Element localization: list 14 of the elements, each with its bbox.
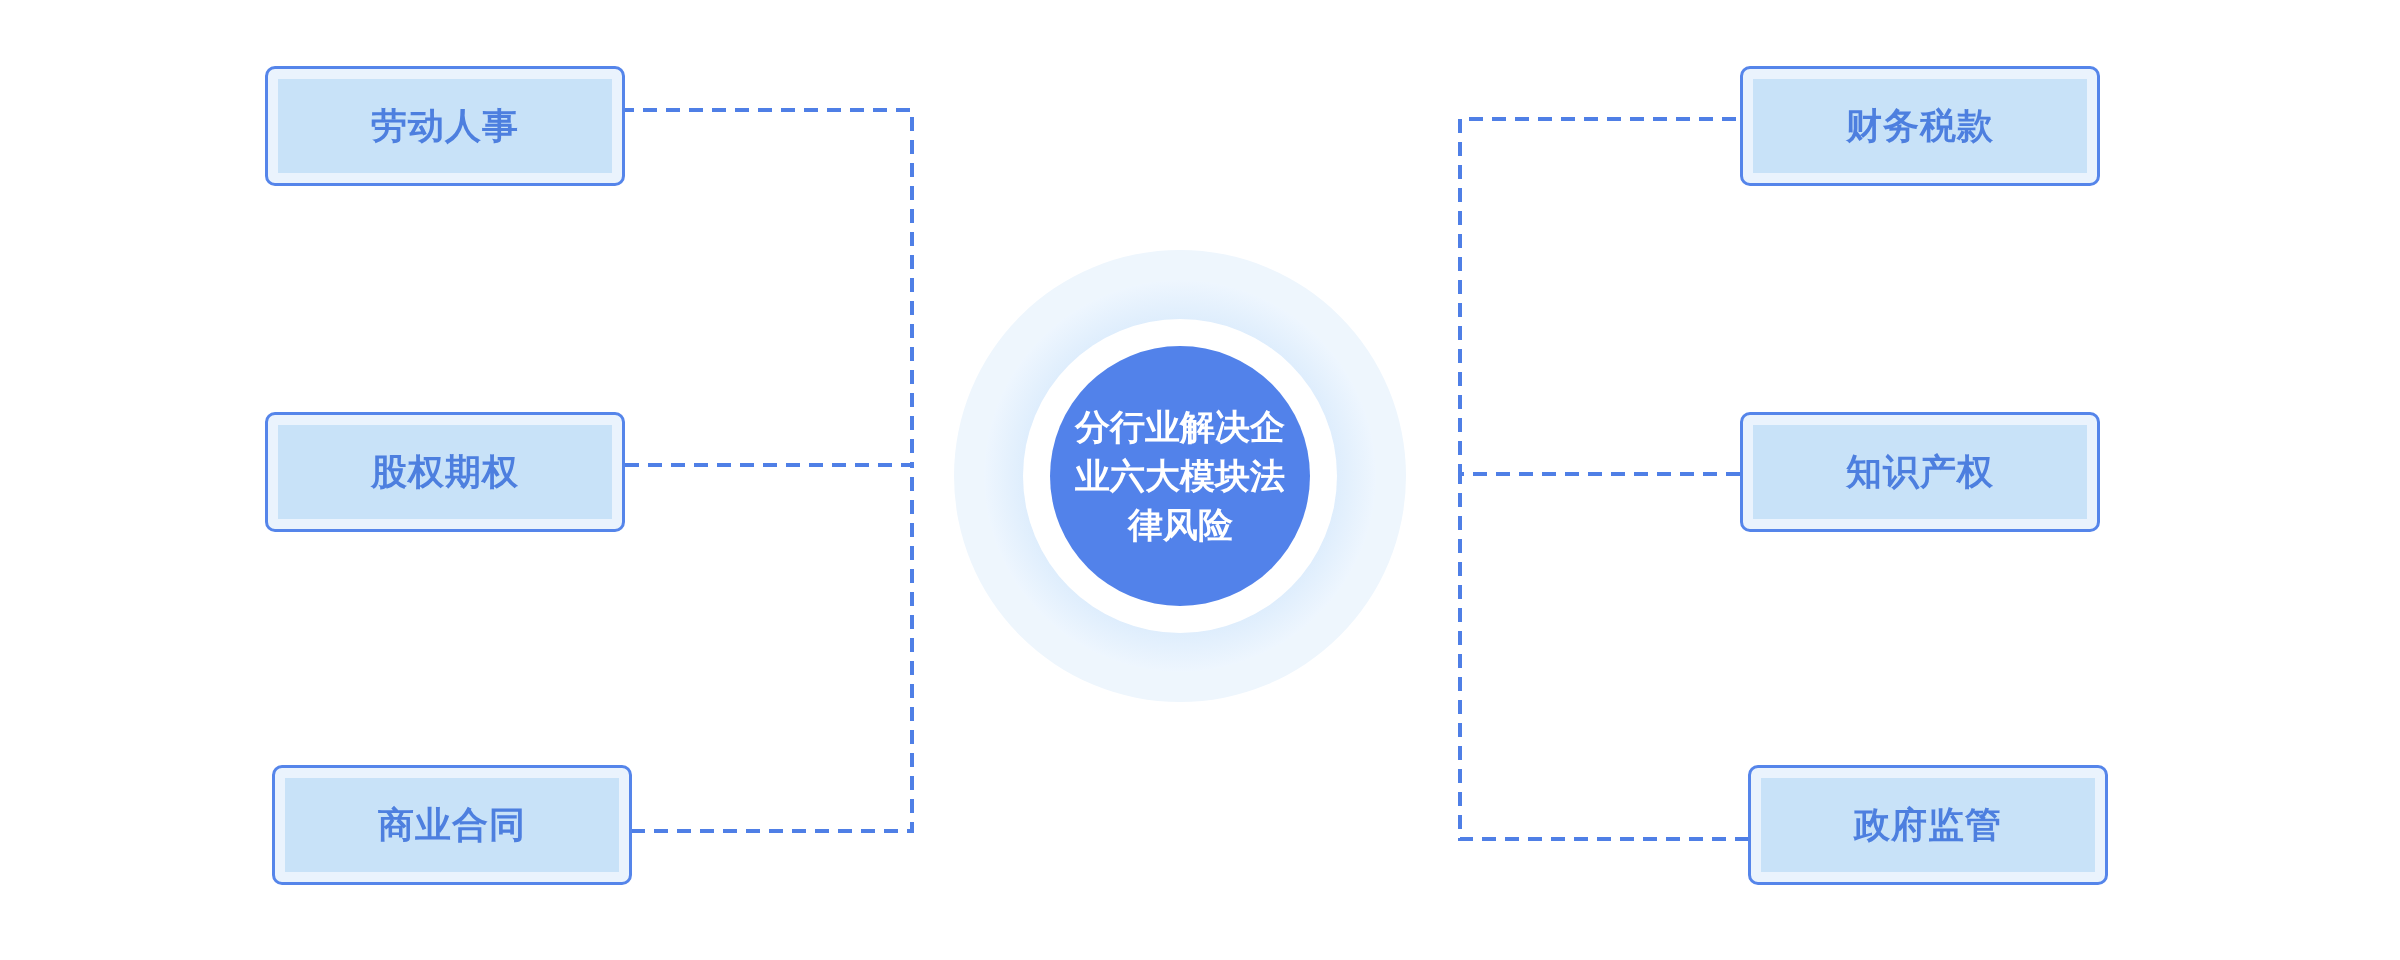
topic-label: 劳动人事	[371, 103, 519, 148]
topic-card	[1740, 66, 2100, 186]
topic-label: 股权期权	[371, 449, 519, 494]
connector-line	[1458, 472, 1748, 841]
topic-card	[1740, 412, 2100, 532]
topic-card	[272, 765, 632, 885]
topic-label: 商业合同	[378, 802, 526, 847]
topic-card	[265, 66, 625, 186]
topic-label: 政府监管	[1854, 802, 2002, 847]
topic-label: 知识产权	[1846, 449, 1994, 494]
center-title: 分行业解决企业六大模块法律风险	[1073, 405, 1286, 547]
topic-card	[265, 412, 625, 532]
topic-label: 财务税款	[1846, 103, 1994, 148]
topic-card	[1748, 765, 2108, 885]
